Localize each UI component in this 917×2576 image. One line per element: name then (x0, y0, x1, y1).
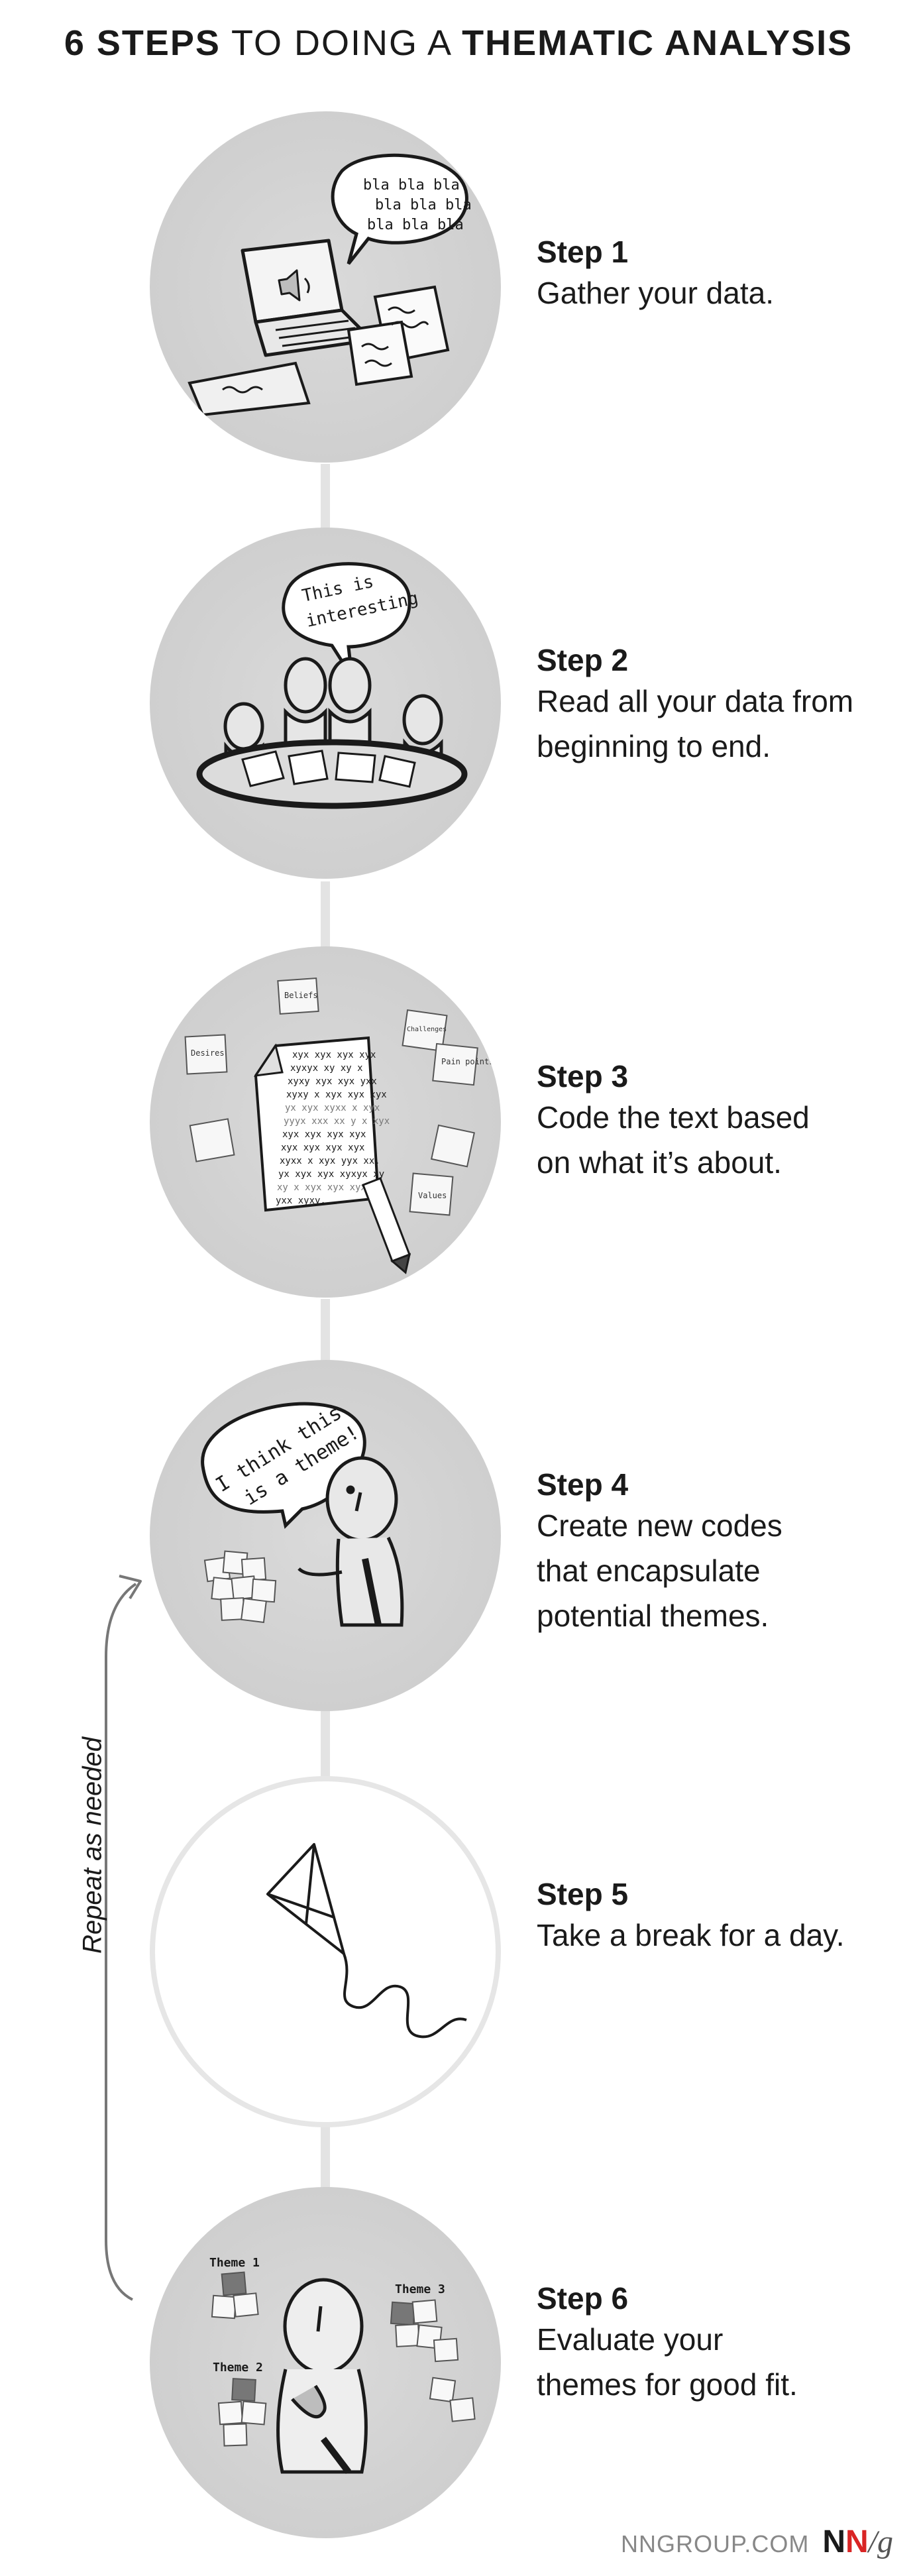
person-icon (276, 2278, 368, 2475)
nng-logo: NN/g (822, 2524, 893, 2559)
svg-text:Challenges: Challenges (407, 1026, 447, 1033)
step-6-desc-line1: Evaluate your (537, 2322, 724, 2357)
step-4-label: Step 4 (537, 1467, 629, 1502)
step-5-text: Step 5 Take a break for a day. (537, 1876, 908, 1958)
kite-illustration (266, 1843, 467, 2039)
svg-text:yyyx xxx xx y x xyx: yyyx xxx xx y x xyx (284, 1116, 390, 1127)
svg-text:bla bla bla: bla bla bla (367, 217, 464, 233)
svg-text:xyx xyx xyx xyx: xyx xyx xyx xyx (292, 1050, 376, 1060)
footer-site[interactable]: NNGROUP.COM (620, 2530, 810, 2557)
connector-2-3 (321, 881, 330, 954)
svg-text:xyx xyx xyx xyx: xyx xyx xyx xyx (281, 1143, 364, 1153)
svg-text:xyxyx xy xy x: xyxyx xy xy x (290, 1063, 363, 1074)
coding-document-illustration: Beliefs Desires Challenges Pain points V… (184, 977, 494, 1274)
sticky-notes (211, 2271, 476, 2447)
page-title: 6 STEPS TO DOING A THEMATIC ANALYSIS (64, 23, 853, 63)
step-3-text: Step 3 Code the text based on what it’s … (537, 1058, 908, 1185)
svg-text:xyxx x xyx yyx xx.: xyxx x xyx yyx xx. (280, 1156, 380, 1166)
step-5-label: Step 5 (537, 1877, 629, 1911)
theme-1-label: Theme 1 (209, 2256, 260, 2270)
group-reading-illustration: This is interesting (196, 562, 468, 809)
svg-text:xyx xyx xyx xyx: xyx xyx xyx xyx (282, 1129, 366, 1140)
step-2-desc-line2: beginning to end. (537, 729, 771, 763)
step-3-desc-line2: on what it’s about. (537, 1145, 782, 1180)
svg-text:yx xyx xyx xyxyx xy: yx xyx xyx xyxyx xy (278, 1169, 384, 1180)
document-icon: xyx xyx xyx xyx xyxyx xy xy x xyxy xyx x… (253, 1036, 390, 1212)
speech-bubble: This is interesting (282, 562, 420, 678)
person-icon (297, 1456, 404, 1627)
step-4-desc-line1: Create new codes (537, 1508, 782, 1543)
step-2-illustration: This is interesting (150, 528, 501, 879)
pencil-icon (362, 1177, 411, 1274)
step-1-desc: Gather your data. (537, 276, 774, 310)
papers-icon (188, 285, 450, 417)
step-5-desc: Take a break for a day. (537, 1918, 845, 1952)
step-2-desc-line1: Read all your data from (537, 684, 854, 718)
svg-text:bla bla bla: bla bla bla (375, 197, 472, 213)
table-icon (196, 739, 468, 809)
step-3-desc-line1: Code the text based (537, 1100, 810, 1135)
step-3-illustration: Beliefs Desires Challenges Pain points V… (150, 946, 501, 1298)
step-4-desc-line2: that encapsulate (537, 1553, 761, 1588)
svg-text:xy x xyx xyx xyx: xy x xyx xyx xyx (277, 1182, 366, 1193)
step-1-text: Step 1 Gather your data. (537, 233, 908, 315)
svg-text:yx xyx xyxx x xyx: yx xyx xyxx x xyx (285, 1103, 380, 1113)
laptop-icon (241, 239, 374, 357)
step-6-label: Step 6 (537, 2281, 629, 2316)
step-1-label: Step 1 (537, 235, 629, 269)
evaluate-themes-illustration: Theme 1 Theme 2 Theme 3 (209, 2256, 476, 2475)
footer: NNGROUP.COM NN/g (621, 2524, 893, 2560)
step-1-illustration: bla bla bla bla bla bla bla bla bla (150, 111, 501, 463)
step-6-text: Step 6 Evaluate your themes for good fit… (537, 2280, 908, 2407)
step-2-text: Step 2 Read all your data from beginning… (537, 642, 908, 769)
step-4-illustration: I think this is a theme! (150, 1360, 501, 1711)
svg-text:xyxy xyx xyx yxx: xyxy xyx xyx yxx (288, 1076, 377, 1087)
svg-text:yxx xyxy.: yxx xyxy. (276, 1196, 326, 1206)
step-5-illustration (150, 1776, 501, 2127)
theme-2-label: Theme 2 (213, 2361, 263, 2375)
step-4-text: Step 4 Create new codes that encapsulate… (537, 1466, 908, 1638)
step-4-desc-line3: potential themes. (537, 1598, 769, 1633)
step-2-label: Step 2 (537, 643, 629, 677)
connector-5-6 (321, 2121, 330, 2194)
laptop-speech-illustration: bla bla bla bla bla bla bla bla bla (188, 153, 472, 417)
svg-text:Pain points: Pain points (441, 1057, 494, 1066)
sticky-notes: Beliefs Desires Challenges Pain points V… (184, 977, 494, 1216)
connector-3-4 (321, 1299, 330, 1365)
theme-thinking-illustration: I think this is a theme! (201, 1401, 404, 1627)
step-6-illustration: Theme 1 Theme 2 Theme 3 (150, 2187, 501, 2538)
step-3-label: Step 3 (537, 1059, 629, 1093)
theme-3-label: Theme 3 (395, 2282, 445, 2296)
svg-text:xyxy x xyx xyx xyx: xyxy x xyx xyx xyx (286, 1090, 387, 1100)
connector-1-2 (321, 464, 330, 537)
sticky-notes (203, 1550, 277, 1624)
svg-text:Beliefs: Beliefs (284, 991, 318, 1000)
svg-text:bla bla bla: bla bla bla (363, 177, 460, 194)
svg-text:Desires: Desires (191, 1048, 225, 1058)
connector-4-5 (321, 1710, 330, 1783)
kite-icon (266, 1843, 467, 2039)
step-6-desc-line2: themes for good fit. (537, 2367, 798, 2402)
svg-text:Values: Values (418, 1191, 447, 1200)
speech-bubble: bla bla bla bla bla bla bla bla bla (331, 153, 472, 265)
